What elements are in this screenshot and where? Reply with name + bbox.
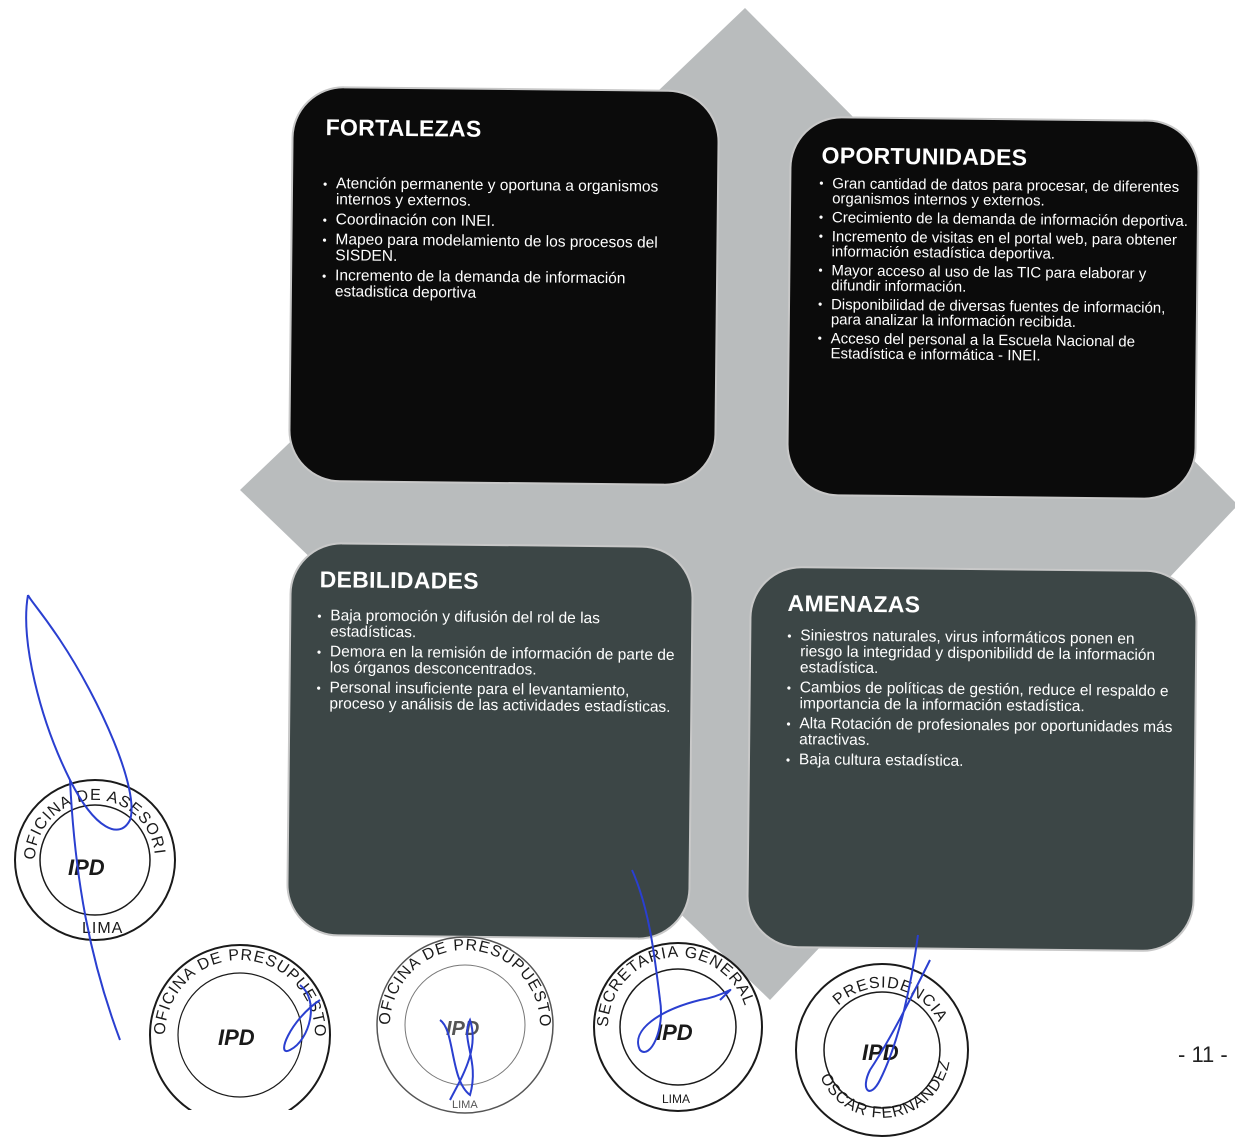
list-item: Atención permanente y oportuna a organis… — [323, 175, 703, 212]
list-item: Crecimiento de la demanda de información… — [819, 209, 1189, 230]
amenazas-panel: AMENAZAS Siniestros naturales, virus inf… — [746, 565, 1198, 953]
svg-text:IPD: IPD — [218, 1025, 255, 1050]
list-item: Disponibilidad de diversas fuentes de in… — [818, 296, 1188, 331]
list-item: Coordinación con INEI. — [323, 211, 703, 232]
debilidades-panel: DEBILIDADES Baja promoción y difusión de… — [285, 541, 695, 941]
svg-text:LIMA: LIMA — [662, 1092, 690, 1106]
seal-secretaria-general: SECRETARIA GENERAL LIMA IPD — [588, 935, 768, 1120]
fortalezas-title: FORTALEZAS — [325, 114, 482, 142]
fortalezas-panel: FORTALEZAS Atención permanente y oportun… — [287, 85, 721, 487]
list-item: Mayor acceso al uso de las TIC para elab… — [818, 262, 1188, 297]
svg-text:LIMA: LIMA — [452, 1099, 478, 1111]
debilidades-title: DEBILIDADES — [319, 566, 480, 594]
svg-text:OSCAR FERNANDEZ: OSCAR FERNANDEZ — [816, 1058, 953, 1122]
page-number: - 11 - — [1178, 1042, 1228, 1067]
svg-text:IPD: IPD — [68, 855, 105, 880]
oportunidades-list: Gran cantidad de datos para procesar, de… — [817, 175, 1189, 369]
seal-asesoria-juridica: OFICINA DE ASESORIA JURIDICA LIMA IPD — [10, 775, 180, 945]
list-item: Siniestros naturales, virus informáticos… — [787, 627, 1177, 680]
list-item: Incremento de visitas en el portal web, … — [819, 228, 1189, 263]
svg-text:PRESIDENCIA: PRESIDENCIA — [830, 974, 951, 1025]
fortalezas-list: Atención permanente y oportuna a organis… — [322, 175, 703, 308]
svg-text:IPD: IPD — [446, 1018, 479, 1040]
list-item: Personal insuficiente para el levantamie… — [316, 679, 676, 716]
list-item: Cambios de políticas de gestión, reduce … — [786, 679, 1176, 716]
list-item: Baja promoción y difusión del rol de las… — [317, 607, 677, 644]
svg-text:OFICINA DE PRESUPUESTO Y PLANI: OFICINA DE PRESUPUESTO Y PLANIFICACION — [140, 935, 328, 1038]
svg-text:SECRETARIA GENERAL: SECRETARIA GENERAL — [595, 944, 758, 1028]
stamp-icon: OFICINA DE ASESORIA JURIDICA LIMA IPD — [10, 775, 176, 941]
list-item: Incremento de la demanda de información … — [322, 267, 702, 304]
svg-text:IPD: IPD — [862, 1040, 899, 1065]
seal-presupuesto-2: OFICINA DE PRESUPUESTO Y PLANIFICACION L… — [370, 930, 560, 1120]
stamp-icon: OFICINA DE PRESUPUESTO Y PLANIFICACION I… — [140, 935, 331, 1110]
stamp-icon: OFICINA DE PRESUPUESTO Y PLANIFICACION L… — [370, 930, 554, 1114]
amenazas-list: Siniestros naturales, virus informáticos… — [786, 627, 1177, 776]
seal-presupuesto-1: OFICINA DE PRESUPUESTO Y PLANIFICACION I… — [140, 935, 340, 1110]
list-item: Gran cantidad de datos para procesar, de… — [819, 175, 1189, 210]
list-item: Acceso del personal a la Escuela Naciona… — [817, 330, 1187, 365]
svg-text:OFICINA DE PRESUPUESTO Y PLANI: OFICINA DE PRESUPUESTO Y PLANIFICACION — [370, 930, 553, 1028]
amenazas-title: AMENAZAS — [787, 590, 921, 618]
svg-text:LIMA: LIMA — [82, 920, 123, 937]
seal-presidencia: PRESIDENCIA OSCAR FERNANDEZ IPD — [790, 958, 975, 1143]
stamp-icon: SECRETARIA GENERAL LIMA IPD — [593, 942, 763, 1112]
debilidades-list: Baja promoción y difusión del rol de las… — [316, 607, 677, 720]
list-item: Alta Rotación de profesionales por oport… — [786, 715, 1176, 752]
oportunidades-panel: OPORTUNIDADES Gran cantidad de datos par… — [786, 115, 1200, 501]
list-item: Demora en la remisión de información de … — [317, 643, 677, 680]
list-item: Mapeo para modelamiento de los procesos … — [322, 231, 702, 268]
oportunidades-title: OPORTUNIDADES — [821, 142, 1028, 171]
stamp-icon: PRESIDENCIA OSCAR FERNANDEZ IPD — [795, 963, 969, 1137]
svg-text:IPD: IPD — [656, 1020, 693, 1045]
svg-text:OFICINA DE ASESORIA JURIDICA: OFICINA DE ASESORIA JURIDICA — [10, 775, 168, 860]
list-item: Baja cultura estadística. — [786, 751, 1176, 772]
